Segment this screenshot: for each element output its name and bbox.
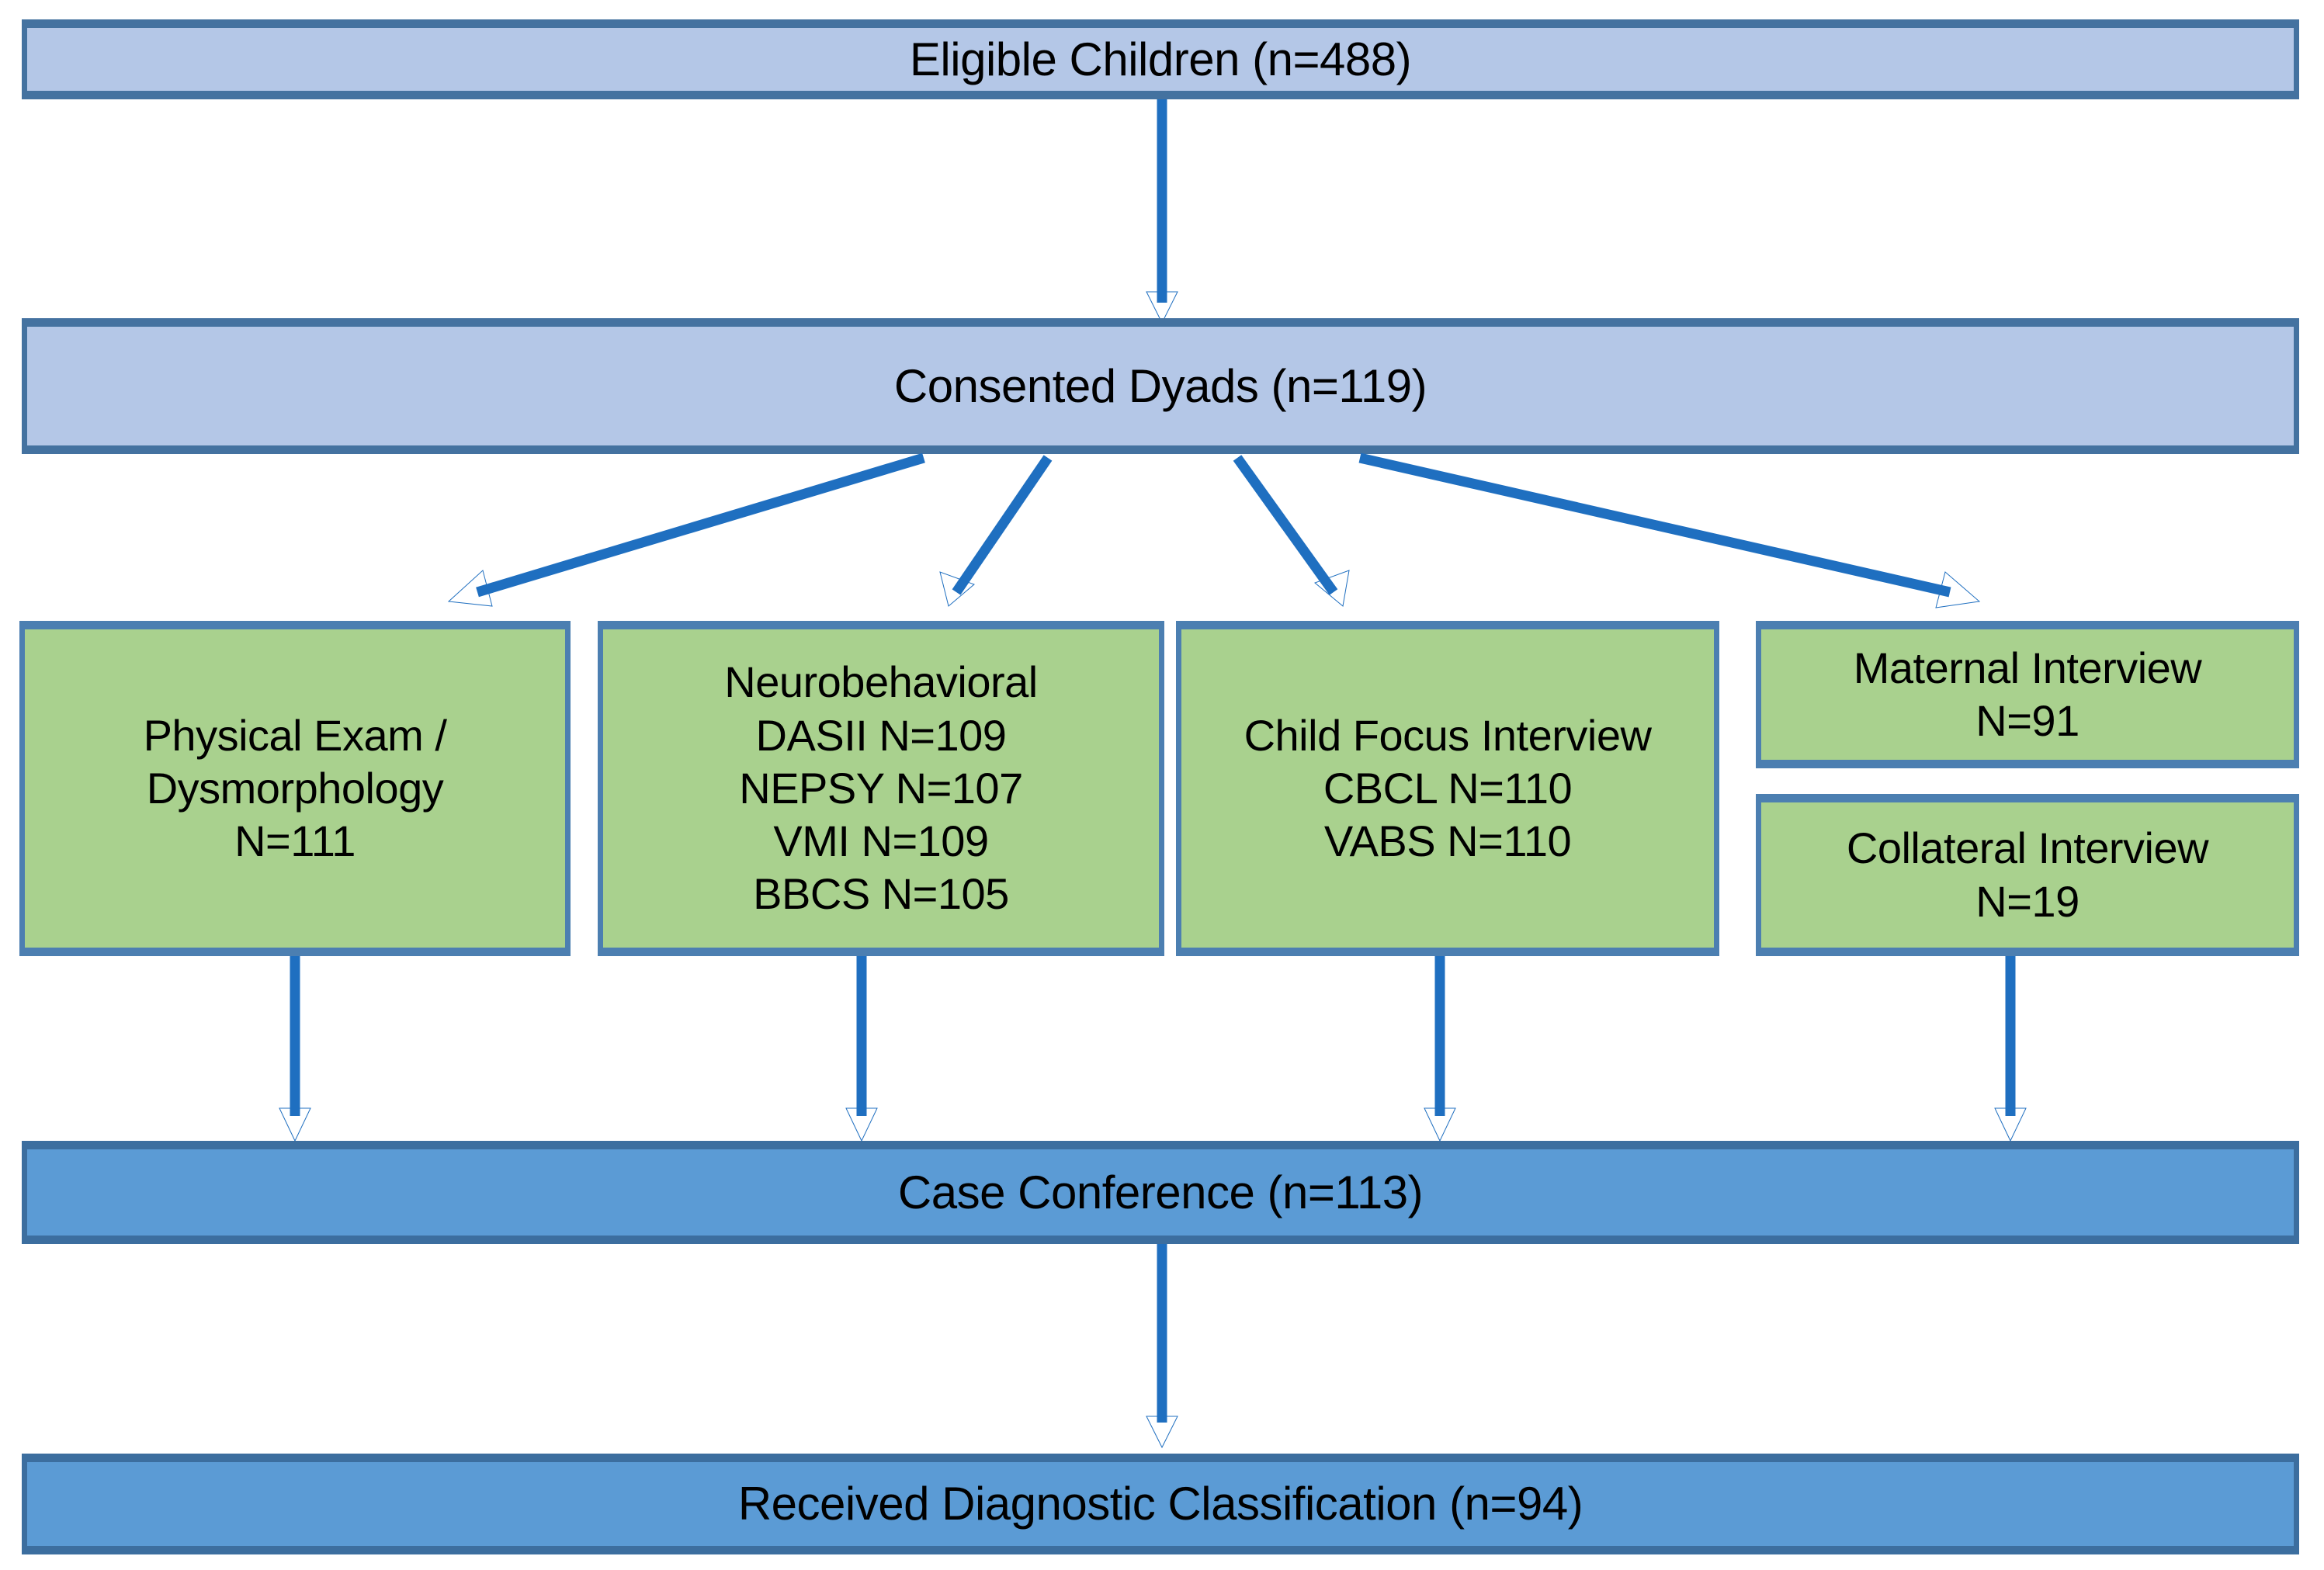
node-collateral-interview: Collateral Interview N=19: [1756, 794, 2299, 956]
node-neurobehavioral-line-5: BBCS N=105: [753, 869, 1009, 919]
node-neurobehavioral-line-2: DASII N=109: [755, 710, 1007, 760]
node-eligible-children-label: Eligible Children (n=488): [909, 33, 1412, 85]
arrow-fan-consented-to-assessments: [447, 452, 1981, 608]
node-physical-exam-line-2: Dysmorphology: [146, 763, 444, 813]
node-collateral-interview-line-2: N=19: [1975, 876, 2079, 926]
node-case-conference-label: Case Conference (n=113): [897, 1166, 1424, 1218]
node-neurobehavioral-line-1: Neurobehavioral: [724, 657, 1038, 707]
node-consented-dyads: Consented Dyads (n=119): [22, 318, 2299, 454]
node-maternal-interview-line-2: N=91: [1975, 696, 2079, 745]
node-consented-dyads-label: Consented Dyads (n=119): [893, 359, 1427, 412]
node-received-classification: Received Diagnostic Classification (n=94…: [22, 1454, 2299, 1554]
arrow-eligible-to-consented: [1146, 99, 1178, 324]
node-physical-exam: Physical Exam / Dysmorphology N=111: [19, 621, 571, 956]
node-child-focus-interview-line-2: CBCL N=110: [1323, 763, 1573, 813]
arrow-case-conference-to-received-classification: [1146, 1244, 1178, 1449]
node-child-focus-interview-line-3: VABS N=110: [1323, 816, 1572, 866]
arrow-child-focus-interview-to-case-conference: [1424, 956, 1456, 1142]
node-physical-exam-line-3: N=111: [234, 816, 356, 866]
arrow-neurobehavioral-to-case-conference: [845, 956, 878, 1142]
node-neurobehavioral-line-3: NEPSY N=107: [739, 763, 1023, 813]
node-neurobehavioral-line-4: VMI N=109: [773, 816, 989, 866]
node-collateral-interview-line-1: Collateral Interview: [1846, 823, 2209, 873]
node-case-conference: Case Conference (n=113): [22, 1141, 2299, 1244]
node-child-focus-interview-line-1: Child Focus Interview: [1244, 710, 1652, 760]
arrow-collateral-interview-to-case-conference: [1994, 956, 2027, 1142]
node-neurobehavioral: Neurobehavioral DASII N=109 NEPSY N=107 …: [598, 621, 1164, 956]
node-physical-exam-line-1: Physical Exam /: [143, 710, 447, 760]
node-maternal-interview-line-1: Maternal Interview: [1853, 643, 2202, 692]
node-child-focus-interview: Child Focus Interview CBCL N=110 VABS N=…: [1176, 621, 1719, 956]
node-eligible-children: Eligible Children (n=488): [22, 19, 2299, 99]
node-maternal-interview: Maternal Interview N=91: [1756, 621, 2299, 768]
node-received-classification-label: Received Diagnostic Classification (n=94…: [737, 1478, 1583, 1530]
arrow-physical-exam-to-case-conference: [279, 956, 311, 1142]
